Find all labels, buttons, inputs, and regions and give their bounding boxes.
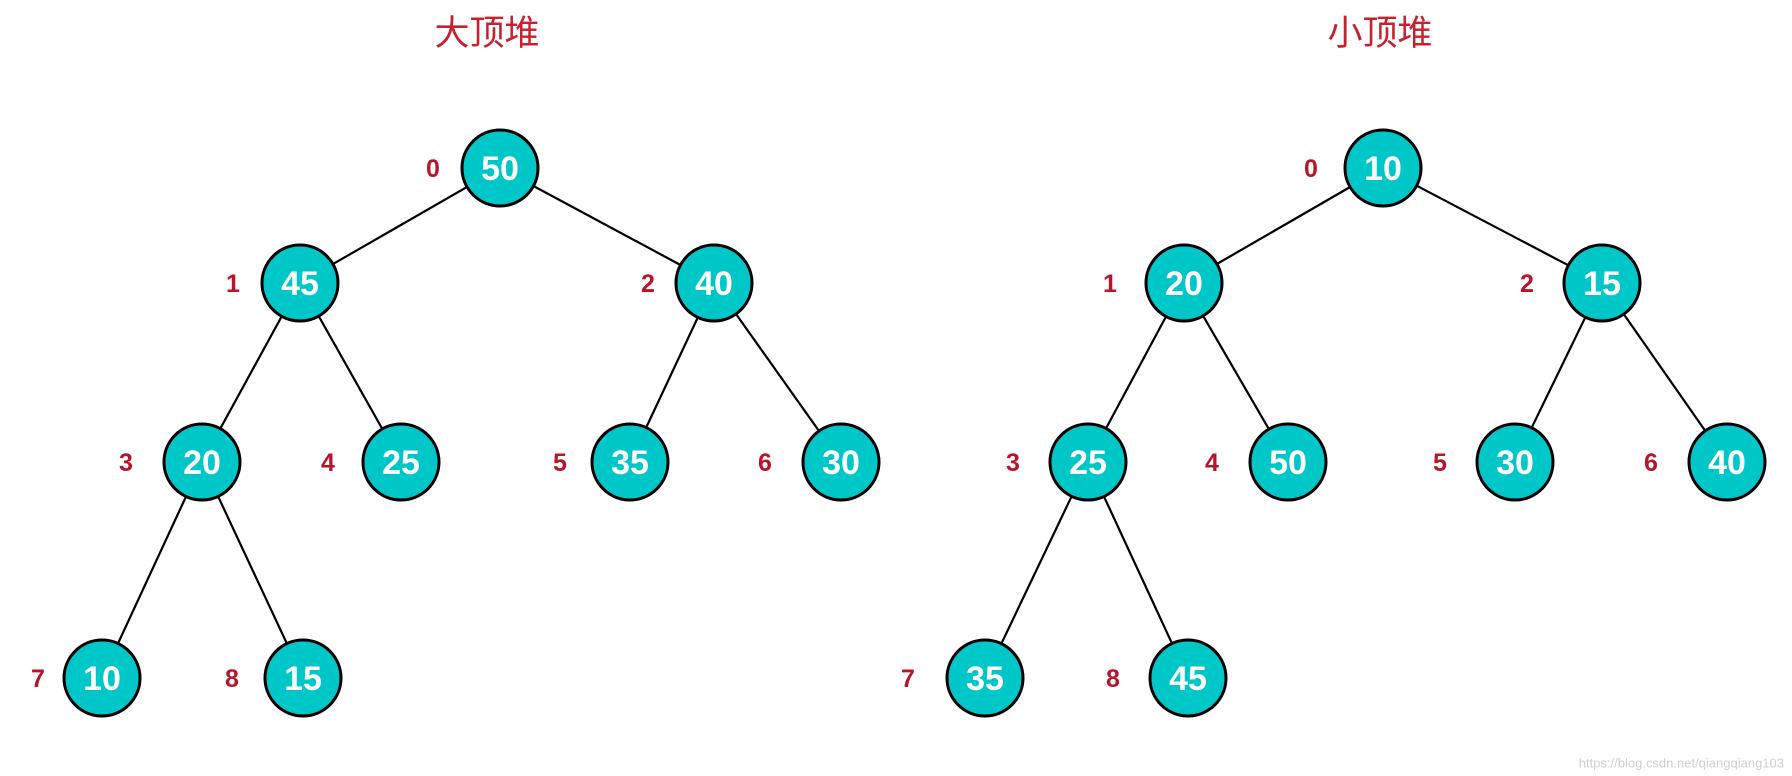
node-value-label: 40 <box>695 265 733 303</box>
node-circle[interactable] <box>1048 422 1128 502</box>
tree-edge <box>1215 185 1352 266</box>
tree-node[interactable]: 35 7 <box>901 638 1025 718</box>
tree-edge <box>317 314 384 431</box>
tree-min-heap: 10 0 20 1 15 2 25 3 50 4 30 5 40 6 35 7 45 8 小顶堆 <box>901 14 1767 718</box>
tree-node[interactable]: 20 3 <box>119 422 242 502</box>
tree-edge <box>1415 184 1570 267</box>
node-circle[interactable] <box>260 243 340 323</box>
tree-edge <box>216 495 289 645</box>
node-index-label: 3 <box>119 449 133 477</box>
tree-edges <box>116 184 821 645</box>
node-index-label: 1 <box>1103 270 1117 298</box>
node-index-label: 0 <box>1304 155 1318 183</box>
node-index-label: 7 <box>31 665 45 693</box>
tree-edge <box>1000 495 1073 645</box>
tree-edge <box>1201 314 1271 431</box>
node-circle[interactable] <box>1343 128 1423 208</box>
watermark-text: https://blog.csdn.net/qiangqiang103 <box>1579 755 1784 770</box>
node-index-label: 4 <box>1205 449 1219 477</box>
tree-node[interactable]: 40 6 <box>1644 422 1767 502</box>
node-value-label: 25 <box>1069 444 1107 482</box>
tree-node[interactable]: 40 2 <box>641 243 754 323</box>
tree-edge <box>645 316 699 429</box>
node-circle[interactable] <box>674 243 754 323</box>
tree-edge <box>1104 315 1168 430</box>
node-value-label: 25 <box>382 444 420 482</box>
tree-node[interactable]: 35 5 <box>553 422 670 502</box>
tree-edge <box>1102 495 1174 645</box>
node-index-label: 0 <box>426 155 440 183</box>
tree-node[interactable]: 50 4 <box>1205 422 1328 502</box>
tree-node[interactable]: 25 3 <box>1006 422 1128 502</box>
node-index-label: 8 <box>1106 665 1120 693</box>
tree-node[interactable]: 45 8 <box>1106 638 1228 718</box>
tree-edge <box>1622 313 1707 432</box>
node-index-label: 2 <box>641 270 655 298</box>
tree-node[interactable]: 10 7 <box>31 638 142 718</box>
tree-edge <box>1530 316 1587 429</box>
node-value-label: 10 <box>1364 150 1402 188</box>
node-value-label: 50 <box>1269 444 1307 482</box>
node-value-label: 15 <box>1583 265 1621 303</box>
tree-edge <box>734 312 821 433</box>
tree-title: 大顶堆 <box>434 14 539 54</box>
node-circle[interactable] <box>263 638 343 718</box>
node-circle[interactable] <box>162 422 242 502</box>
node-circle[interactable] <box>1144 243 1224 323</box>
node-circle[interactable] <box>1248 422 1328 502</box>
node-index-label: 8 <box>225 665 239 693</box>
node-circle[interactable] <box>945 638 1025 718</box>
node-index-label: 1 <box>226 270 240 298</box>
node-index-label: 2 <box>1520 270 1534 298</box>
tree-edge <box>532 184 682 267</box>
node-value-label: 40 <box>1708 444 1746 482</box>
node-value-label: 20 <box>1165 265 1203 303</box>
node-value-label: 35 <box>966 660 1004 698</box>
node-value-label: 45 <box>1169 660 1207 698</box>
tree-node[interactable]: 25 4 <box>321 422 441 502</box>
node-value-label: 30 <box>1496 444 1534 482</box>
node-value-label: 20 <box>183 444 221 482</box>
node-index-label: 3 <box>1006 449 1020 477</box>
tree-node[interactable]: 15 8 <box>225 638 343 718</box>
node-index-label: 4 <box>321 449 335 477</box>
node-value-label: 35 <box>611 444 649 482</box>
tree-node[interactable]: 20 1 <box>1103 243 1224 323</box>
node-circle[interactable] <box>590 422 670 502</box>
node-index-label: 7 <box>901 665 915 693</box>
node-circle[interactable] <box>1475 422 1555 502</box>
node-index-label: 6 <box>1644 449 1658 477</box>
tree-edge <box>116 495 188 645</box>
node-value-label: 45 <box>281 265 319 303</box>
node-index-label: 6 <box>758 449 772 477</box>
tree-node[interactable]: 15 2 <box>1520 243 1642 323</box>
node-index-label: 5 <box>553 449 567 477</box>
node-circle[interactable] <box>1562 243 1642 323</box>
tree-node[interactable]: 10 0 <box>1304 128 1423 208</box>
tree-node[interactable]: 50 0 <box>426 128 540 208</box>
tree-node[interactable]: 45 1 <box>226 243 340 323</box>
node-value-label: 50 <box>481 150 519 188</box>
tree-edges <box>1000 184 1707 645</box>
node-circle[interactable] <box>1687 422 1767 502</box>
tree-node[interactable]: 30 6 <box>758 422 881 502</box>
node-circle[interactable] <box>361 422 441 502</box>
tree-max-heap: 50 0 45 1 40 2 20 3 25 4 35 5 30 6 10 7 15 8 大顶堆 <box>31 14 881 718</box>
tree-edge <box>219 315 283 430</box>
node-circle[interactable] <box>1148 638 1228 718</box>
node-value-label: 30 <box>822 444 860 482</box>
node-index-label: 5 <box>1433 449 1447 477</box>
node-circle[interactable] <box>460 128 540 208</box>
node-circle[interactable] <box>801 422 881 502</box>
node-value-label: 10 <box>83 660 121 698</box>
node-circle[interactable] <box>62 638 142 718</box>
node-value-label: 15 <box>284 660 322 698</box>
tree-edge <box>331 185 469 266</box>
tree-node[interactable]: 30 5 <box>1433 422 1555 502</box>
tree-title: 小顶堆 <box>1327 14 1432 54</box>
